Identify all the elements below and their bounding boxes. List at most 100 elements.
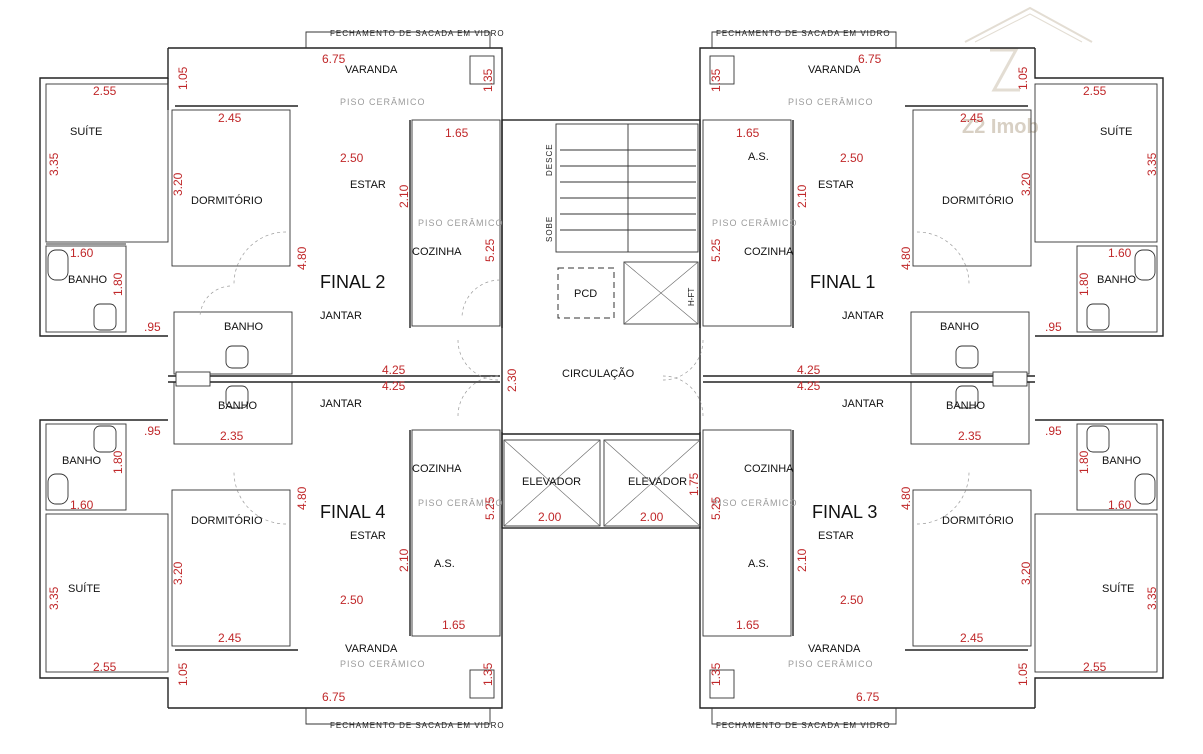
dimension: 2.55 xyxy=(93,84,117,98)
dimension: 1.60 xyxy=(1108,246,1132,260)
dimension: 2.00 xyxy=(538,510,562,524)
room-suite: SUÍTE xyxy=(1102,582,1134,595)
dimension: 1.80 xyxy=(111,450,125,474)
dimension: 1.60 xyxy=(70,246,94,260)
balcony-note: FECHAMENTO DE SACADA EM VIDRO xyxy=(716,721,891,730)
dimension: 1.35 xyxy=(709,68,723,92)
room-banho: BANHO xyxy=(946,400,986,412)
dimension: 4.25 xyxy=(382,379,406,393)
room-elevador: ELEVADOR xyxy=(628,476,687,488)
room-elevador: ELEVADOR xyxy=(522,476,581,488)
room-banho: BANHO xyxy=(1097,274,1137,286)
fixtures xyxy=(47,55,1156,699)
dimension: 4.25 xyxy=(797,363,821,377)
dimension: 2.45 xyxy=(218,631,242,645)
dimension: 2.10 xyxy=(397,184,411,208)
dimension: 1.80 xyxy=(1077,450,1091,474)
unit-title: FINAL 2 xyxy=(320,272,385,292)
room-pcd: PCD xyxy=(574,288,597,300)
dimension: 4.25 xyxy=(797,379,821,393)
room-estar: ESTAR xyxy=(350,530,386,542)
room-as: A.S. xyxy=(748,558,769,570)
room-banho: BANHO xyxy=(62,455,102,467)
unit-title: FINAL 1 xyxy=(810,272,875,292)
dimension: 2.45 xyxy=(960,111,984,125)
unit-final-1: FINAL 1 VARANDA PISO CERÂMICO SUÍTE DORM… xyxy=(709,29,1159,377)
dimension: 2.00 xyxy=(640,510,664,524)
floor-note: PISO CERÂMICO xyxy=(418,498,504,508)
dimension: 1.65 xyxy=(736,126,760,140)
room-varanda: VARANDA xyxy=(808,64,861,76)
dimension: 1.65 xyxy=(736,618,760,632)
floor-note: PISO CERÂMICO xyxy=(712,218,798,228)
dimension: 2.35 xyxy=(958,429,982,443)
room-suite: SUÍTE xyxy=(68,582,100,595)
dimension: 1.35 xyxy=(709,662,723,686)
dimension: 1.35 xyxy=(481,68,495,92)
balcony-note: FECHAMENTO DE SACADA EM VIDRO xyxy=(716,29,891,38)
room-jantar: JANTAR xyxy=(842,310,884,322)
dimension: 6.75 xyxy=(322,690,346,704)
room-jantar: JANTAR xyxy=(320,310,362,322)
dimension: 1.05 xyxy=(176,66,190,90)
dimension: 2.35 xyxy=(220,429,244,443)
room-cozinha: COZINHA xyxy=(412,463,462,475)
room-estar: ESTAR xyxy=(818,179,854,191)
dimension: 2.55 xyxy=(1083,84,1107,98)
room-jantar: JANTAR xyxy=(320,398,362,410)
dimension: 1.05 xyxy=(176,662,190,686)
dimension: 2.50 xyxy=(840,151,864,165)
dimension: 2.30 xyxy=(505,368,519,392)
balcony-enclosures xyxy=(305,31,897,725)
dimension: 4.25 xyxy=(382,363,406,377)
dimension: 3.20 xyxy=(1019,561,1033,585)
stair-desce: DESCE xyxy=(545,143,554,176)
dimension: 2.10 xyxy=(795,548,809,572)
dimension: 6.75 xyxy=(858,52,882,66)
dimension: 2.10 xyxy=(397,548,411,572)
room-dormitorio: DORMITÓRIO xyxy=(191,194,263,207)
room-cozinha: COZINHA xyxy=(744,246,794,258)
dimension: 1.80 xyxy=(111,272,125,296)
room-estar: ESTAR xyxy=(350,179,386,191)
room-varanda: VARANDA xyxy=(808,643,861,655)
door-swings xyxy=(199,231,970,525)
stairs xyxy=(560,124,696,252)
room-banho: BANHO xyxy=(218,400,258,412)
room-banho: BANHO xyxy=(940,321,980,333)
dimension: 2.50 xyxy=(340,593,364,607)
dimension: 1.60 xyxy=(70,498,94,512)
dimension: .95 xyxy=(1045,320,1062,334)
dimension: 5.25 xyxy=(483,496,497,520)
room-banho: BANHO xyxy=(224,321,264,333)
room-jantar: JANTAR xyxy=(842,398,884,410)
dimension: 2.45 xyxy=(960,631,984,645)
dimension: 1.05 xyxy=(1016,66,1030,90)
stair-sobe: SOBE xyxy=(545,216,554,242)
floor-note: PISO CERÂMICO xyxy=(712,498,798,508)
walls xyxy=(39,47,1164,709)
dimension: 1.80 xyxy=(1077,272,1091,296)
floor-note: PISO CERÂMICO xyxy=(340,659,426,669)
dimension: 3.35 xyxy=(47,152,61,176)
floor-note: PISO CERÂMICO xyxy=(788,659,874,669)
room-dormitorio: DORMITÓRIO xyxy=(942,194,1014,207)
core: CIRCULAÇÃO ELEVADOR ELEVADOR PCD H-FT DE… xyxy=(505,143,701,524)
room-dormitorio: DORMITÓRIO xyxy=(191,514,263,527)
room-dormitorio: DORMITÓRIO xyxy=(942,514,1014,527)
dimension: 6.75 xyxy=(322,52,346,66)
dimension: .95 xyxy=(144,424,161,438)
dimension: 1.05 xyxy=(1016,662,1030,686)
dimension: 4.80 xyxy=(899,486,913,510)
unit-final-2: FINAL 2 VARANDA PISO CERÂMICO SUÍTE DORM… xyxy=(47,29,504,377)
dimension: 1.35 xyxy=(481,662,495,686)
room-circulacao: CIRCULAÇÃO xyxy=(562,367,635,380)
dimension: 2.45 xyxy=(218,111,242,125)
dimension: 2.10 xyxy=(795,184,809,208)
brand-watermark-text: Z2 Imob xyxy=(962,116,1039,138)
dimension: 1.75 xyxy=(687,472,701,496)
dimension: 3.20 xyxy=(171,172,185,196)
room-cozinha: COZINHA xyxy=(744,463,794,475)
dimension: 2.55 xyxy=(93,660,117,674)
